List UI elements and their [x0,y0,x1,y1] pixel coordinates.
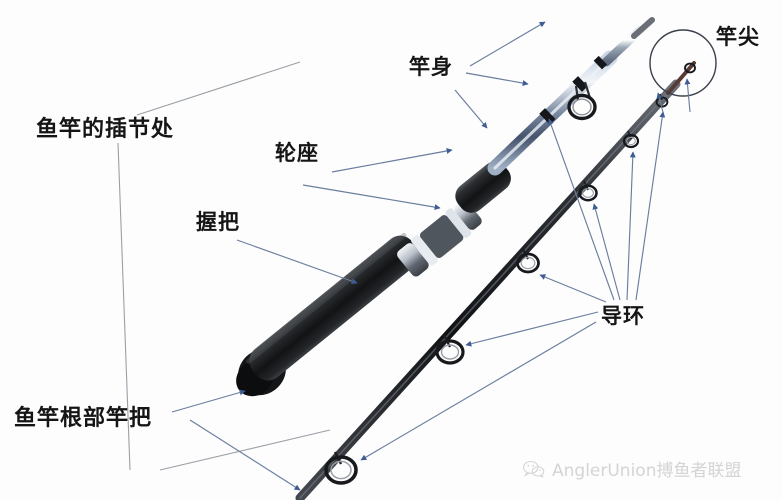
annotation-arrows [171,21,691,491]
arrow-butt-lower [189,419,301,491]
upper-rod [236,17,655,397]
guide-ring [324,451,358,485]
arrow-guide-7 [360,321,597,461]
label-rod-tip: 竿尖 [716,25,760,49]
leader-lines [117,61,331,471]
upper-rod-blank [487,17,655,176]
reel-seat-band-b [445,208,472,238]
reel-seat-ring-lower [397,243,429,277]
watermark-text: AnglerUnion搏鱼者联盟 [552,461,742,481]
arrow-guide-4 [635,111,666,301]
grip-highlight [246,232,407,364]
arrow-guide-1 [548,118,615,301]
lower-rod-tip-section [666,61,696,95]
lower-rod [295,61,696,500]
arrow-butt-upper [171,389,246,413]
reel-seat-band-a [411,235,438,266]
guide-ring [516,248,540,274]
label-reel-seat: 轮座 [275,141,319,165]
guide-ring [622,130,640,149]
arrow-rod-body-upper [465,72,529,87]
reel-seat-body [420,215,464,259]
upper-rod-guide-ring [567,81,597,121]
arrow-reel-seat-a [331,148,453,173]
rod-grip [249,235,420,381]
ferrule-band-2 [572,76,588,92]
rod-tip-highlight-circle [649,29,717,97]
arrow-grip [236,239,358,284]
leader-joint-upper [136,61,301,116]
watermark: AnglerUnion搏鱼者联盟 [522,456,741,481]
arrow-guide-3 [626,151,636,301]
ferrule-band-3 [593,55,608,70]
label-guide-rings: 导环 [601,304,645,328]
guide-ring [435,334,465,365]
label-grip: 握把 [196,210,240,234]
arrow-guide-6 [465,311,599,347]
label-joint-section: 鱼竿的插节处 [36,117,175,142]
leader-joint-lower [159,429,331,471]
arrow-guide-5 [539,274,607,303]
arrow-rod-tip-b [684,78,691,113]
label-rod-body: 竿身 [409,55,453,79]
wechat-icon [523,460,545,478]
tip-top-guide [684,62,696,74]
lower-rod-highlight [299,83,677,499]
arrow-rod-body-tip [469,21,546,67]
guide-ring [578,180,598,202]
arrow-reel-seat-b [302,184,441,211]
upper-rod-tip-cap [631,17,655,39]
arrow-rod-body-lower [454,89,488,129]
label-butt-end: 鱼竿根部竿把 [14,406,153,431]
arrow-guide-2 [592,203,621,301]
leader-joint-down [117,142,131,471]
